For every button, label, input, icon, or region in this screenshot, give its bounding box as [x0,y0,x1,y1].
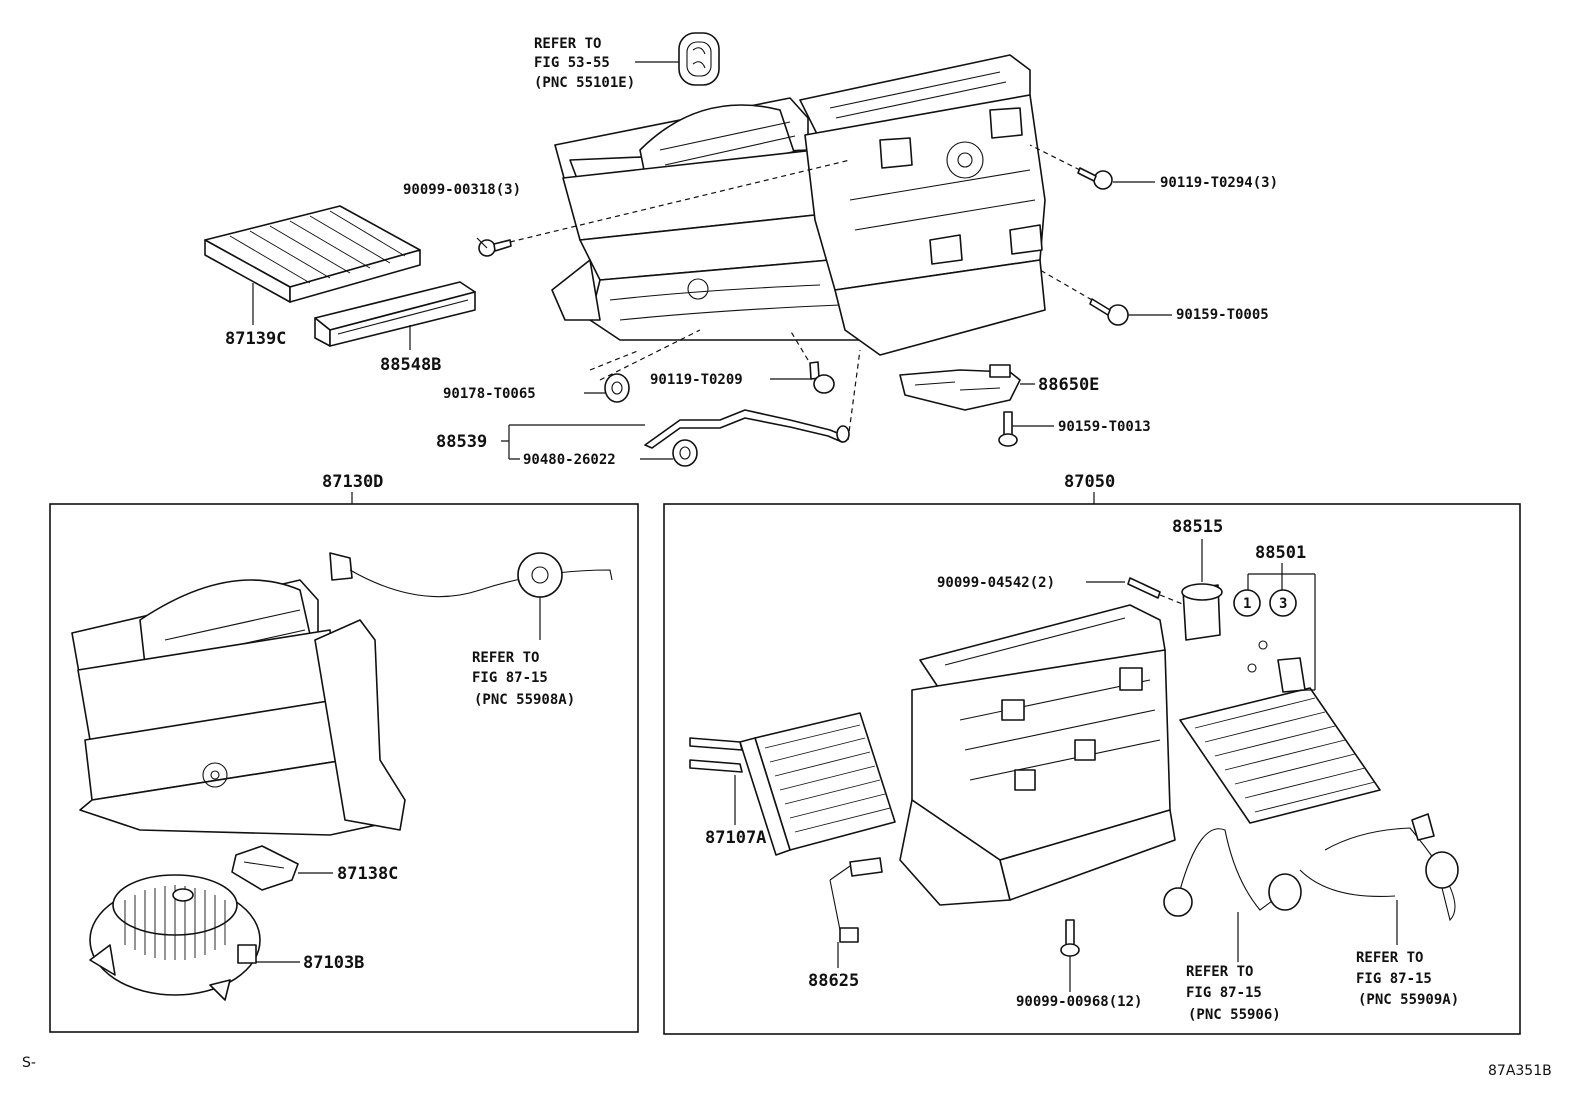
heater-unit-assembly-drawing: REFER TO FIG 53-55 (PNC 55101E) 90099-00… [204,32,1278,468]
refer-right-mid-line1: REFER TO [1186,964,1253,980]
label-88625: 88625 [808,971,859,991]
refer-right-mid-line3: (PNC 55906) [1188,1007,1281,1023]
leader-lines-left-box [256,872,333,963]
leader-lines-right-box [1086,539,1316,691]
screw-90159-T0005-drawing [1089,298,1129,326]
label-90159-T0005: 90159-T0005 [1176,307,1269,323]
heater-case-box-drawing [899,604,1176,906]
servo-55909A-drawing [1299,813,1459,945]
label-90099-00968: 90099-00968(12) [1016,994,1142,1010]
filter-frame-drawing [314,281,476,347]
label-90099-04542: 90099-04542(2) [937,575,1055,591]
label-90159-T0013: 90159-T0013 [1058,419,1151,435]
label-90119-T0294: 90119-T0294(3) [1160,175,1278,191]
label-87103B: 87103B [303,953,364,973]
air-filter-drawing [204,205,421,303]
label-88501: 88501 [1255,543,1306,563]
blower-case-drawing [551,97,871,341]
label-90178-T0065: 90178-T0065 [443,386,536,402]
grommet-90480-26022-drawing [672,439,698,467]
label-88515: 88515 [1172,517,1223,537]
circle-label-3: 3 [1279,596,1287,612]
amplifier-88650E-drawing [899,364,1021,411]
screw-90099-00318-drawing [478,239,512,257]
refer-right-end-line1: REFER TO [1356,950,1423,966]
refer-left-line3: (PNC 55908A) [474,692,575,708]
label-90119-T0209: 90119-T0209 [650,372,743,388]
label-87139C: 87139C [225,329,286,349]
refer-top-line2: FIG 53-55 [534,55,610,71]
footer-left-mark: S- [22,1055,36,1071]
evaporator-88501-drawing [1179,657,1381,824]
group-label-87130D: 87130D [322,472,383,492]
screw-90119-T0294-drawing [1077,167,1113,190]
heater-core-87107A-drawing [689,712,896,856]
expansion-valve-88515-drawing [1127,577,1223,641]
blower-group-box: 87130D [49,472,639,1033]
dashed-guide-lines [509,144,1093,441]
label-90480-26022: 90480-26022 [523,452,616,468]
screw-90119-T0209-drawing [809,361,835,394]
circle-label-1: 1 [1243,596,1251,612]
refer-right-mid-line2: FIG 87-15 [1186,985,1262,1001]
o-rings-drawing: 1 3 [1233,589,1297,673]
blower-motor-87103B-drawing [89,874,261,1001]
refer-left-line2: FIG 87-15 [472,670,548,686]
sensor-88625-drawing [829,857,883,968]
label-87138C: 87138C [337,864,398,884]
refer-top-line3: (PNC 55101E) [534,75,635,91]
refer-right-end-line2: FIG 87-15 [1356,971,1432,987]
heater-case-drawing [799,54,1046,356]
blower-case-box-drawing [71,579,406,836]
servo-motor-box-drawing [329,552,613,640]
label-90099-00318: 90099-00318(3) [403,182,521,198]
refer-top-line1: REFER TO [534,36,601,52]
refer-right-end-line3: (PNC 55909A) [1358,992,1459,1008]
label-87107A: 87107A [705,828,766,848]
screw-90159-T0013-drawing [998,411,1018,447]
servo-55906-drawing [1163,828,1302,962]
figure-code: 87A351B [1488,1063,1552,1079]
label-88650E: 88650E [1038,375,1099,395]
label-88548B: 88548B [380,355,441,375]
label-88539: 88539 [436,432,487,452]
refer-left-line1: REFER TO [472,650,539,666]
clip-90178-T0065-drawing [604,373,630,403]
group-label-87050: 87050 [1064,472,1115,492]
drain-hose-drawing [644,409,850,449]
screw-90099-00968-drawing [1060,919,1080,992]
heater-group-box: 87050 [663,472,1521,1035]
grommet-drawing [678,32,720,86]
leader-lines-top [252,61,1172,460]
resistor-87138C-drawing [231,845,299,891]
